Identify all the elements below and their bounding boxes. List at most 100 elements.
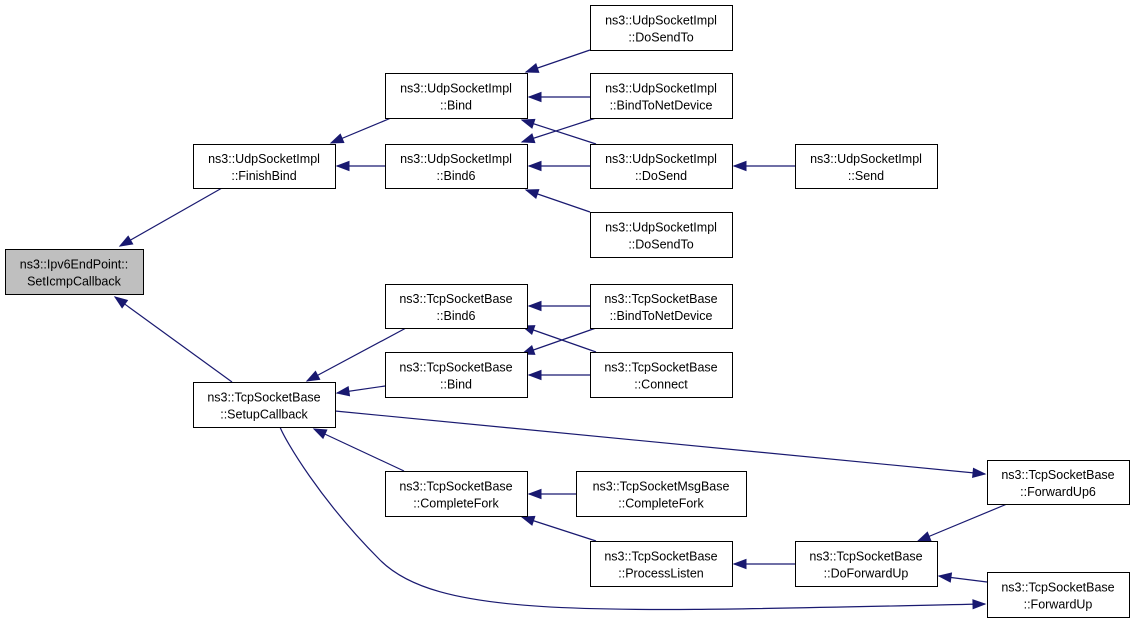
call-edge-udp_bindtonetdevice-to-udp_bind6 bbox=[520, 117, 597, 144]
node-label-line1: ns3::UdpSocketImpl bbox=[605, 221, 717, 235]
node-box bbox=[590, 5, 733, 51]
call-edge-udp_bindtonetdevice-to-udp_bind bbox=[527, 91, 590, 103]
node-root[interactable]: ns3::Ipv6EndPoint::SetIcmpCallback bbox=[5, 249, 144, 295]
node-label-line2: ::DoSendTo bbox=[628, 31, 693, 45]
edge-line bbox=[521, 327, 597, 355]
node-label-line2: ::Bind6 bbox=[437, 169, 476, 183]
call-edge-tcp_bindtonetdevice-to-tcp_bind6 bbox=[527, 300, 590, 312]
node-label-line2: SetIcmpCallback bbox=[27, 275, 122, 289]
node-udp-dosendto-b[interactable]: ns3::UdpSocketImpl::DoSendTo bbox=[590, 212, 733, 258]
node-udp-bind[interactable]: ns3::UdpSocketImpl::Bind bbox=[385, 73, 528, 119]
node-tcp-forwardup6[interactable]: ns3::TcpSocketBase::ForwardUp6 bbox=[987, 460, 1130, 505]
call-edge-tcp_setupcallback-to-tcp_forwardup bbox=[279, 426, 987, 611]
node-label-line1: ns3::UdpSocketImpl bbox=[605, 14, 717, 28]
node-label-line2: ::Connect bbox=[634, 378, 688, 392]
node-label-line2: ::Send bbox=[848, 169, 884, 183]
call-edge-udp_bind6-to-udp_finishbind bbox=[335, 160, 385, 172]
arrowhead bbox=[520, 133, 536, 144]
edge-line bbox=[119, 187, 223, 247]
node-label-line1: ns3::UdpSocketImpl bbox=[400, 152, 512, 166]
node-label-line2: ::DoSend bbox=[635, 169, 687, 183]
call-edge-udp_dosend-to-udp_bind bbox=[520, 118, 597, 145]
node-box bbox=[590, 73, 733, 119]
node-box bbox=[590, 352, 733, 398]
call-edge-tcpmsg_completefork-to-tcp_completefork bbox=[527, 488, 576, 500]
node-label-line2: ::SetupCallback bbox=[220, 408, 308, 422]
edge-line bbox=[279, 426, 986, 611]
node-label-line1: ns3::UdpSocketImpl bbox=[810, 152, 922, 166]
node-box bbox=[590, 212, 733, 258]
node-tcp-completefork[interactable]: ns3::TcpSocketBase::CompleteFork bbox=[385, 471, 528, 517]
edge-line bbox=[114, 296, 233, 383]
arrowhead bbox=[527, 91, 542, 103]
node-tcp-bindtonetdevice[interactable]: ns3::TcpSocketBase::BindToNetDevice bbox=[590, 284, 733, 329]
call-edge-tcp_setupcallback-to-root bbox=[113, 296, 233, 383]
arrowhead bbox=[527, 369, 542, 381]
node-label-line2: ::BindToNetDevice bbox=[610, 99, 713, 113]
node-box bbox=[385, 284, 528, 329]
node-label-line1: ns3::TcpSocketBase bbox=[207, 391, 320, 405]
node-box bbox=[193, 144, 336, 189]
node-label-line1: ns3::TcpSocketMsgBase bbox=[593, 480, 730, 494]
node-udp-bindtonetdevice[interactable]: ns3::UdpSocketImpl::BindToNetDevice bbox=[590, 73, 733, 119]
arrowhead bbox=[335, 386, 351, 397]
node-tcp-bind6[interactable]: ns3::TcpSocketBase::Bind6 bbox=[385, 284, 528, 329]
node-udp-send[interactable]: ns3::UdpSocketImpl::Send bbox=[795, 144, 938, 189]
edge-line bbox=[334, 410, 986, 475]
node-box bbox=[987, 572, 1130, 618]
arrowhead bbox=[527, 488, 542, 500]
node-udp-finishbind[interactable]: ns3::UdpSocketImpl::FinishBind bbox=[193, 144, 336, 189]
arrowhead bbox=[732, 160, 747, 172]
arrowhead bbox=[916, 531, 932, 542]
arrowhead bbox=[937, 572, 953, 583]
call-edge-udp_finishbind-to-root bbox=[118, 187, 223, 247]
node-label-line1: ns3::UdpSocketImpl bbox=[400, 82, 512, 96]
edge-line bbox=[521, 325, 597, 353]
call-edge-tcp_forwardup6-to-tcp_doforwardup bbox=[916, 503, 1008, 542]
call-edge-udp_dosendto_b-to-udp_bind6 bbox=[524, 189, 591, 213]
arrowhead bbox=[732, 558, 747, 570]
node-tcp-setupcallback[interactable]: ns3::TcpSocketBase::SetupCallback bbox=[193, 382, 336, 428]
call-edge-tcp_bind-to-tcp_setupcallback bbox=[335, 385, 386, 397]
node-label-line2: ::Bind bbox=[440, 99, 472, 113]
node-label-line2: ::DoForwardUp bbox=[824, 567, 909, 581]
node-tcp-bind[interactable]: ns3::TcpSocketBase::Bind bbox=[385, 352, 528, 398]
arrowhead bbox=[972, 467, 987, 478]
node-label-line1: ns3::TcpSocketBase bbox=[604, 292, 717, 306]
call-edge-tcp_bind6-to-tcp_setupcallback bbox=[305, 327, 407, 382]
node-label-line1: ns3::TcpSocketBase bbox=[1001, 581, 1114, 595]
arrowhead bbox=[527, 160, 542, 172]
arrowhead bbox=[113, 296, 129, 309]
call-edge-tcp_setupcallback-to-tcp_forwardup6 bbox=[334, 410, 987, 478]
node-tcp-forwardup[interactable]: ns3::TcpSocketBase::ForwardUp bbox=[987, 572, 1130, 618]
arrowhead bbox=[524, 189, 540, 200]
node-box bbox=[590, 144, 733, 189]
node-label-line2: ::DoSendTo bbox=[628, 238, 693, 252]
arrowhead bbox=[520, 118, 536, 129]
node-box bbox=[987, 460, 1130, 505]
arrowhead bbox=[312, 428, 328, 440]
arrowhead bbox=[335, 160, 350, 172]
node-tcpmsg-completefork[interactable]: ns3::TcpSocketMsgBase::CompleteFork bbox=[576, 471, 747, 517]
node-tcp-doforwardup[interactable]: ns3::TcpSocketBase::DoForwardUp bbox=[795, 541, 938, 587]
node-label-line1: ns3::TcpSocketBase bbox=[399, 361, 512, 375]
node-box bbox=[590, 541, 733, 587]
node-label-line1: ns3::TcpSocketBase bbox=[1001, 468, 1114, 482]
arrowhead bbox=[118, 235, 134, 247]
node-box bbox=[795, 144, 938, 189]
node-udp-bind6[interactable]: ns3::UdpSocketImpl::Bind6 bbox=[385, 144, 528, 189]
arrowhead bbox=[329, 133, 345, 144]
node-label-line1: ns3::TcpSocketBase bbox=[604, 361, 717, 375]
call-edge-tcp_completefork-to-tcp_setupcallback bbox=[312, 428, 405, 472]
call-nodes: ns3::Ipv6EndPoint::SetIcmpCallback ns3::U… bbox=[5, 5, 1130, 618]
node-udp-dosendto-a[interactable]: ns3::UdpSocketImpl::DoSendTo bbox=[590, 5, 733, 51]
node-label-line2: ::CompleteFork bbox=[413, 497, 499, 511]
node-udp-dosend[interactable]: ns3::UdpSocketImpl::DoSend bbox=[590, 144, 733, 189]
node-box bbox=[795, 541, 938, 587]
node-tcp-connect[interactable]: ns3::TcpSocketBase::Connect bbox=[590, 352, 733, 398]
node-tcp-processlisten[interactable]: ns3::TcpSocketBase::ProcessListen bbox=[590, 541, 733, 587]
node-label-line1: ns3::UdpSocketImpl bbox=[605, 82, 717, 96]
call-edge-tcp_forwardup-to-tcp_doforwardup bbox=[937, 572, 988, 583]
call-edge-udp_send-to-udp_dosend bbox=[732, 160, 795, 172]
